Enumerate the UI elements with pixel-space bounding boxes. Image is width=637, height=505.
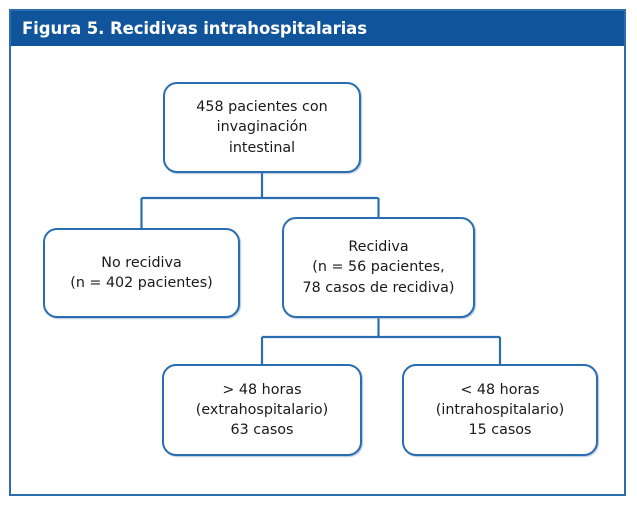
node-root-label: 458 pacientes con invaginación intestina… (196, 99, 328, 156)
node-intrahospitalario-label: < 48 horas (intrahospitalario) 15 casos (435, 381, 565, 439)
node-intrahospitalario: < 48 horas (intrahospitalario) 15 casos (402, 364, 598, 456)
figure-title: Figura 5. Recidivas intrahospitalarias (22, 19, 367, 38)
node-root-total-patients: 458 pacientes con invaginación intestina… (163, 82, 361, 173)
figure-frame: Figura 5. Recidivas intrahospitalarias (9, 9, 626, 496)
flowchart-canvas: 458 pacientes con invaginación intestina… (11, 46, 624, 494)
node-relapse-label: Recidiva (n = 56 pacientes, 78 casos de … (302, 239, 455, 296)
node-no-relapse-label: No recidiva (n = 402 pacientes) (70, 254, 213, 291)
node-extrahospitalario-label: > 48 horas (extrahospitalario) 63 casos (195, 381, 329, 439)
node-no-relapse: No recidiva (n = 402 pacientes) (43, 228, 240, 318)
figure-header: Figura 5. Recidivas intrahospitalarias (11, 11, 624, 46)
node-extrahospitalario: > 48 horas (extrahospitalario) 63 casos (162, 364, 362, 456)
node-relapse: Recidiva (n = 56 pacientes, 78 casos de … (282, 217, 475, 318)
